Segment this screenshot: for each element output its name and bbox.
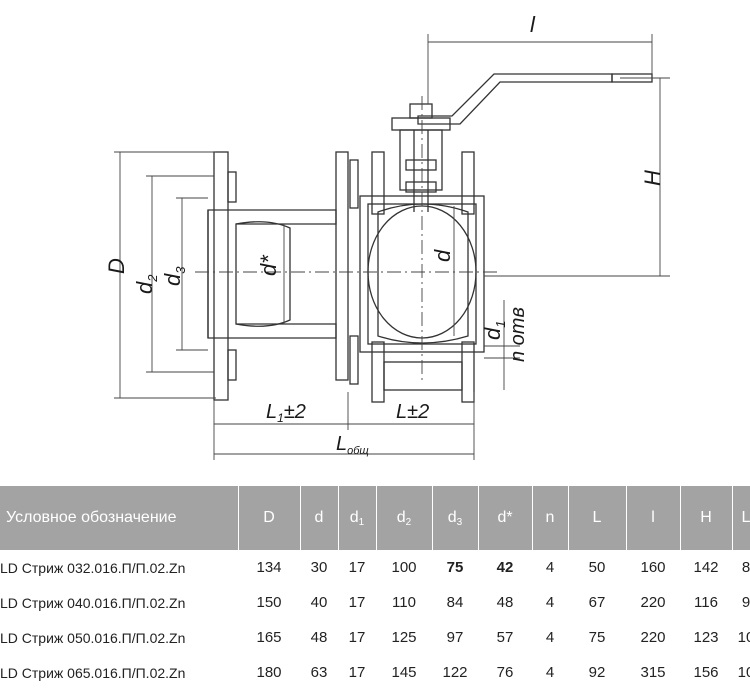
table-row: LD Стриж 032.016.П/П.02.Zn 134 30 17 100 75 42…	[0, 550, 750, 585]
cell-value: 10	[737, 629, 750, 646]
label-H: H	[640, 170, 665, 186]
cell-value: 125	[391, 629, 417, 646]
cell-value: 84	[446, 594, 464, 611]
header-col-8: L	[568, 486, 627, 550]
header-col-7: n	[532, 486, 569, 550]
cell-value: 9	[741, 594, 750, 611]
cell-value: 100	[391, 559, 417, 576]
cell-value: 134	[256, 559, 282, 576]
cell-value: 180	[256, 664, 282, 681]
valve-drawing: l H D d2 d3 d* d d1 n отв L1±2 L±2 Lобщ	[104, 12, 670, 460]
header-col-6: d*	[478, 486, 533, 550]
cell-value: 17	[348, 664, 366, 681]
label-d: d	[430, 249, 455, 262]
cell-value: 75	[446, 559, 464, 576]
cell-value: 156	[693, 664, 719, 681]
label-l: l	[530, 12, 536, 37]
cell-value: 122	[442, 664, 468, 681]
header-col-3: d1	[338, 486, 377, 550]
cell-value: 92	[588, 664, 606, 681]
cell-value: 315	[640, 664, 666, 681]
dimension-labels: l H D d2 d3 d* d d1 n отв L1±2 L±2 Lобщ	[104, 12, 665, 457]
header-designation: Условное обозначение	[0, 486, 239, 550]
header-col-4: d2	[376, 486, 433, 550]
cell-value: 110	[392, 594, 416, 611]
cell-value: 160	[640, 559, 666, 576]
cell-value: 42	[496, 559, 514, 576]
cell-value: 63	[310, 664, 328, 681]
cell-value: 10	[737, 664, 750, 681]
cell-value: 4	[545, 594, 555, 611]
table-row: LD Стриж 050.016.П/П.02.Zn 165 48 17 125 97 57…	[0, 620, 750, 655]
cell-designation: LD Стриж 032.016.П/П.02.Zn	[0, 559, 186, 576]
cell-value: 220	[640, 629, 666, 646]
cell-value: 76	[496, 664, 514, 681]
header-col-5: d3	[432, 486, 479, 550]
header-col-9: l	[626, 486, 681, 550]
cell-designation: LD Стриж 040.016.П/П.02.Zn	[0, 594, 186, 611]
cell-value: 75	[588, 629, 606, 646]
cell-value: 17	[348, 559, 366, 576]
cell-value: 145	[391, 664, 417, 681]
label-d2: d2	[132, 274, 160, 294]
header-col-11: L	[732, 486, 750, 550]
label-d1: d1	[480, 321, 508, 340]
cell-value: 97	[446, 629, 464, 646]
cell-value: 57	[496, 629, 514, 646]
header-col-10: H	[680, 486, 733, 550]
valve-outline	[207, 73, 653, 403]
table-row: LD Стриж 065.016.П/П.02.Zn 180 63 17 145 122 7…	[0, 655, 750, 690]
cell-value: 142	[693, 559, 719, 576]
cell-value: 220	[640, 594, 666, 611]
label-d-star: d*	[256, 254, 281, 276]
label-L-total: Lобщ	[336, 433, 369, 457]
cell-value: 67	[588, 594, 606, 611]
header-col-2: d	[300, 486, 339, 550]
cell-value: 4	[545, 664, 555, 681]
label-d3: d3	[160, 266, 188, 286]
cell-value: 40	[310, 594, 328, 611]
label-L1: L1±2	[266, 401, 306, 425]
cell-value: 8	[741, 559, 750, 576]
cell-designation: LD Стриж 065.016.П/П.02.Zn	[0, 664, 186, 681]
cell-value: 48	[496, 594, 514, 611]
cell-designation: LD Стриж 050.016.П/П.02.Zn	[0, 629, 186, 646]
cell-value: 17	[348, 629, 366, 646]
cell-value: 48	[310, 629, 328, 646]
cell-value: 30	[310, 559, 328, 576]
dimension-lines	[114, 34, 670, 460]
cell-value: 165	[256, 629, 282, 646]
cell-value: 123	[693, 629, 719, 646]
cell-value: 4	[545, 559, 555, 576]
label-n-holes: n отв	[507, 307, 529, 362]
header-col-1: D	[238, 486, 301, 550]
cell-value: 50	[588, 559, 606, 576]
label-L: L±2	[396, 401, 429, 423]
label-D: D	[104, 258, 129, 274]
cell-value: 116	[694, 594, 718, 611]
cell-value: 17	[348, 594, 366, 611]
cell-value: 150	[256, 594, 282, 611]
cell-value: 4	[545, 629, 555, 646]
table-row: LD Стриж 040.016.П/П.02.Zn 150 40 17 110 84 48…	[0, 585, 750, 620]
